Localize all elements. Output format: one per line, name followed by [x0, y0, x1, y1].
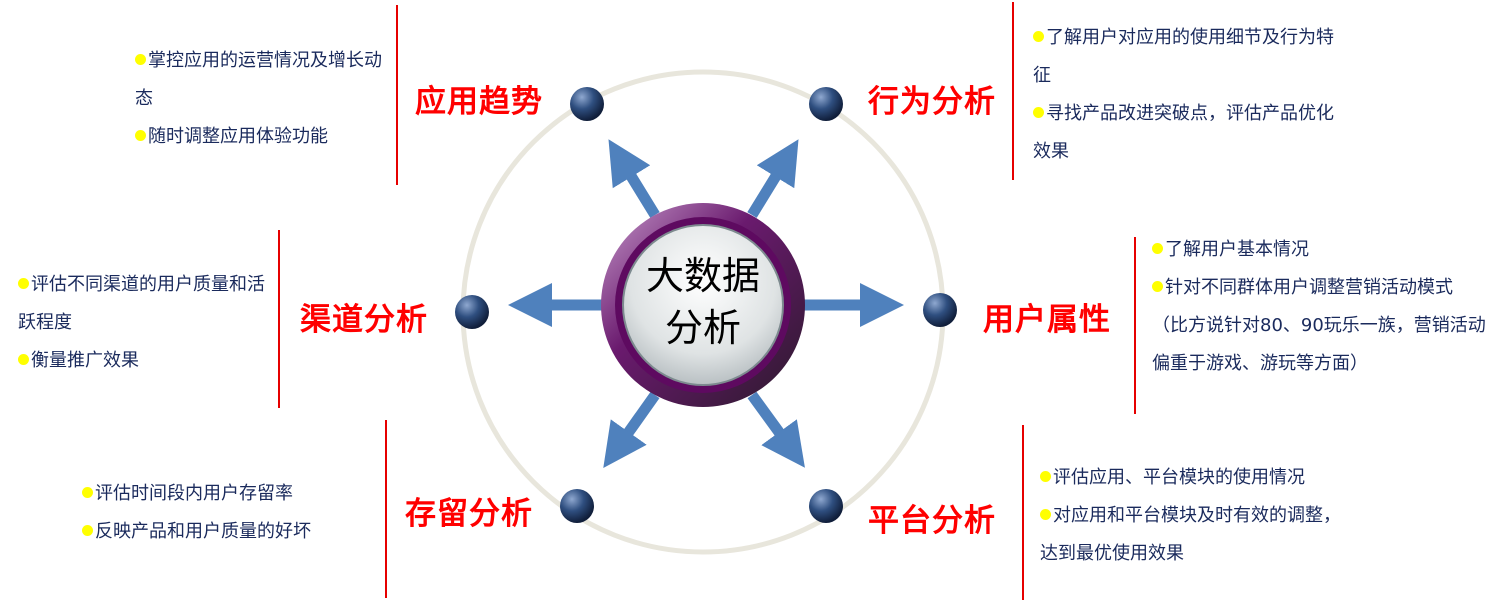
- bullet-dot-icon: [135, 54, 146, 65]
- bullet-text: 了解用户对应用的使用细节及行为特征: [1033, 27, 1334, 86]
- center-title: 大数据 分析: [623, 250, 783, 354]
- node-ball-app-trend: [570, 87, 604, 121]
- bullet-item: 寻找产品改进突破点，评估产品优化效果: [1033, 95, 1351, 171]
- section-title-platform: 平台分析: [868, 503, 996, 539]
- bullet-item: 随时调整应用体验功能: [135, 118, 390, 156]
- bullet-dot-icon: [82, 525, 93, 536]
- bullet-dot-icon: [1033, 107, 1044, 118]
- bullet-dot-icon: [135, 130, 146, 141]
- center-face: [622, 224, 784, 386]
- bullet-text: 寻找产品改进突破点，评估产品优化效果: [1033, 103, 1334, 162]
- bullet-item: 反映产品和用户质量的好坏: [82, 513, 372, 551]
- arrow-platform: [747, 391, 805, 468]
- section-title-user-attr: 用户属性: [983, 302, 1111, 338]
- bullet-item: 对应用和平台模块及时有效的调整，达到最优使用效果: [1040, 497, 1358, 573]
- bullet-dot-icon: [1040, 471, 1051, 482]
- section-text-retention: 评估时间段内用户存留率 反映产品和用户质量的好坏: [82, 475, 372, 551]
- bullet-text: 对应用和平台模块及时有效的调整，达到最优使用效果: [1040, 505, 1341, 564]
- center-title-line2: 分析: [664, 306, 741, 350]
- bullet-text: 评估不同渠道的用户质量和活跃程度: [18, 274, 265, 333]
- arrow-behavior: [747, 139, 799, 218]
- section-text-user-attr: 了解用户基本情况 针对不同群体用户调整营销活动模式（比方说针对80、90玩乐一族…: [1152, 231, 1487, 383]
- node-ball-retention: [560, 489, 594, 523]
- section-text-platform: 评估应用、平台模块的使用情况 对应用和平台模块及时有效的调整，达到最优使用效果: [1040, 459, 1358, 573]
- bullet-text: 评估应用、平台模块的使用情况: [1053, 467, 1305, 488]
- bullet-item: 评估时间段内用户存留率: [82, 475, 372, 513]
- bullet-dot-icon: [18, 278, 29, 289]
- bullet-item: 评估应用、平台模块的使用情况: [1040, 459, 1358, 497]
- divider: [396, 5, 398, 185]
- bullet-dot-icon: [1152, 243, 1163, 254]
- divider: [278, 230, 280, 408]
- bullet-text: 掌控应用的运营情况及增长动态: [135, 50, 382, 109]
- section-title-retention: 存留分析: [405, 496, 533, 532]
- divider: [1022, 425, 1024, 600]
- section-text-app-trend: 掌控应用的运营情况及增长动态 随时调整应用体验功能: [135, 42, 390, 156]
- node-ball-behavior: [809, 87, 843, 121]
- bullet-text: 针对不同群体用户调整营销活动模式（比方说针对80、90玩乐一族，营销活动偏重于游…: [1152, 277, 1486, 374]
- section-title-app-trend: 应用趋势: [415, 84, 543, 120]
- divider: [385, 420, 387, 598]
- section-text-behavior: 了解用户对应用的使用细节及行为特征 寻找产品改进突破点，评估产品优化效果: [1033, 19, 1351, 171]
- bullet-text: 随时调整应用体验功能: [148, 126, 328, 147]
- bullet-item: 评估不同渠道的用户质量和活跃程度: [18, 266, 273, 342]
- node-ball-channel: [455, 295, 489, 329]
- bullet-dot-icon: [1033, 31, 1044, 42]
- divider: [1012, 2, 1014, 180]
- node-ball-user-attr: [923, 293, 957, 327]
- section-text-channel: 评估不同渠道的用户质量和活跃程度 衡量推广效果: [18, 266, 273, 380]
- bullet-dot-icon: [82, 487, 93, 498]
- arrow-app-trend: [608, 139, 660, 218]
- bullet-dot-icon: [1152, 281, 1163, 292]
- bullet-dot-icon: [18, 354, 29, 365]
- bullet-item: 了解用户对应用的使用细节及行为特征: [1033, 19, 1351, 95]
- bullet-text: 了解用户基本情况: [1165, 239, 1309, 260]
- bullet-item: 针对不同群体用户调整营销活动模式（比方说针对80、90玩乐一族，营销活动偏重于游…: [1152, 269, 1487, 383]
- center-title-line1: 大数据: [645, 254, 760, 298]
- bullet-dot-icon: [1040, 509, 1051, 520]
- bullet-item: 掌控应用的运营情况及增长动态: [135, 42, 390, 118]
- divider: [1134, 237, 1136, 414]
- bullet-item: 衡量推广效果: [18, 342, 273, 380]
- section-title-channel: 渠道分析: [300, 302, 428, 338]
- bullet-text: 反映产品和用户质量的好坏: [95, 521, 311, 542]
- arrow-retention: [603, 391, 660, 468]
- bullet-text: 评估时间段内用户存留率: [95, 483, 293, 504]
- node-ball-platform: [809, 489, 843, 523]
- bullet-text: 衡量推广效果: [31, 350, 139, 371]
- section-title-behavior: 行为分析: [868, 84, 996, 120]
- bullet-item: 了解用户基本情况: [1152, 231, 1487, 269]
